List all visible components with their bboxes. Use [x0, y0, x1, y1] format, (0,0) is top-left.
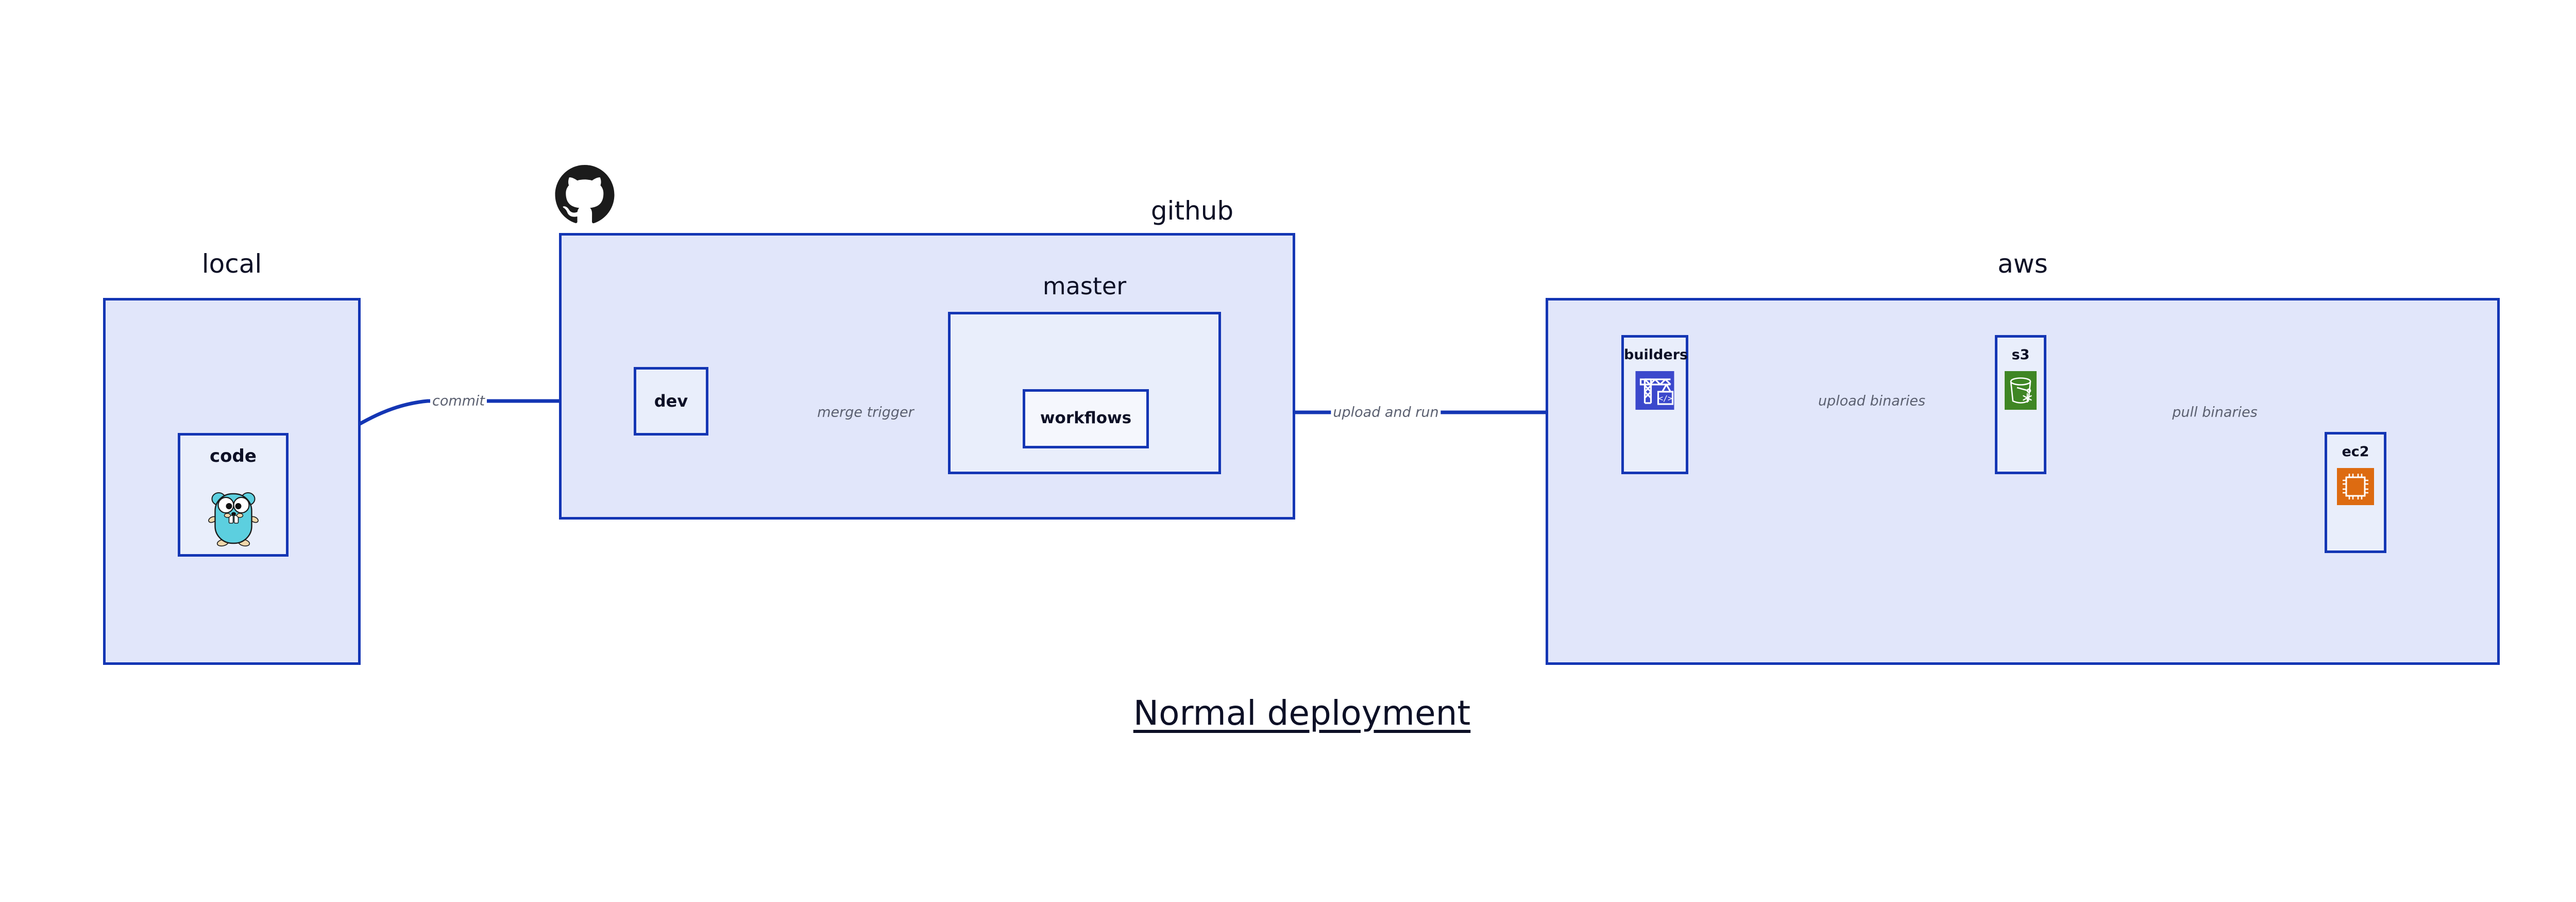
aws-codebuild-icon: </>	[1635, 371, 1674, 410]
node-label-dev: dev	[654, 391, 688, 411]
aws-ec2-chip-icon	[2337, 468, 2374, 505]
node-ec2[interactable]: ec2	[2325, 432, 2386, 553]
group-label-local: local	[201, 249, 262, 279]
diagram-title: Normal deployment	[1133, 693, 1471, 733]
edge-label-merge-trigger: merge trigger	[815, 405, 916, 420]
aws-s3-bucket-icon	[2005, 371, 2037, 410]
node-s3[interactable]: s3	[1995, 335, 2046, 474]
go-gopher-icon	[206, 485, 260, 549]
group-label-github: github	[1150, 196, 1234, 226]
node-label-workflows: workflows	[1040, 409, 1132, 427]
node-label-builders: builders	[1624, 347, 1688, 363]
github-mark-icon	[554, 164, 616, 226]
edge-label-pull-binaries: pull binaries	[2170, 405, 2260, 420]
edge-label-upload-binaries: upload binaries	[1816, 394, 1928, 408]
node-builders[interactable]: builders </>	[1621, 335, 1688, 474]
group-label-master: master	[1042, 272, 1127, 300]
node-dev[interactable]: dev	[634, 367, 708, 436]
node-label-s3: s3	[2011, 347, 2030, 363]
edge-label-commit: commit	[430, 394, 487, 408]
node-workflows[interactable]: workflows	[1023, 389, 1149, 448]
node-code[interactable]: code	[178, 433, 289, 557]
svg-text:</>: </>	[1658, 394, 1672, 403]
group-label-aws: aws	[1997, 249, 2048, 279]
edge-label-upload-and-run: upload and run	[1331, 405, 1441, 420]
node-label-code: code	[210, 446, 257, 466]
node-label-ec2: ec2	[2342, 444, 2369, 460]
